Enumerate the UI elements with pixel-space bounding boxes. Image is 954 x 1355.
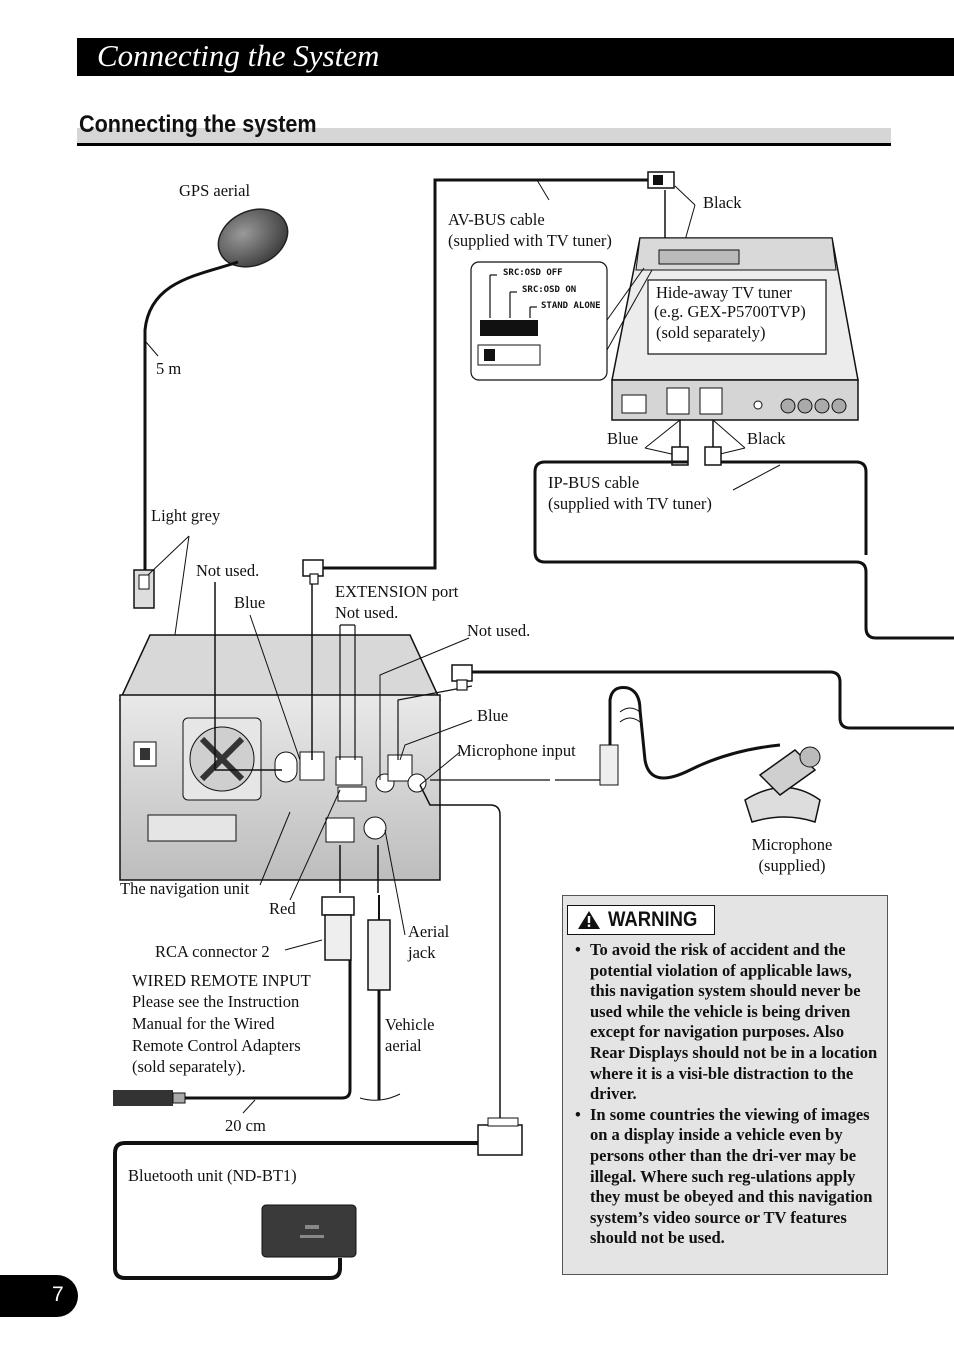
label-wired-remote-4: Remote Control Adapters — [132, 1036, 301, 1055]
section-rule — [77, 143, 891, 146]
label-av-bus-cable: AV-BUS cable — [448, 210, 545, 229]
label-not-used-2: Not used. — [335, 603, 399, 622]
label-not-used-3: Not used. — [467, 621, 531, 640]
label-navigation-unit: The navigation unit — [120, 879, 250, 898]
bluetooth-connector-icon — [477, 1117, 523, 1156]
label-aerial-jack-2: jack — [408, 943, 436, 962]
label-cable-length-20cm: 20 cm — [225, 1116, 266, 1135]
bluetooth-unit-icon — [261, 1204, 357, 1258]
label-vehicle-aerial-2: aerial — [385, 1036, 422, 1055]
label-rca-connector: RCA connector 2 — [155, 942, 270, 961]
switch-panel — [470, 261, 653, 381]
av-bus-top-connector-icon — [647, 171, 675, 189]
ip-bus-nav-connector-icon — [451, 664, 473, 691]
label-wired-remote-5: (sold separately). — [132, 1057, 246, 1076]
label-not-used-1: Not used. — [196, 561, 260, 580]
section-bar — [77, 128, 891, 143]
switch-option-osd-on: SRC:OSD ON — [522, 285, 577, 295]
microphone-icon — [744, 746, 821, 823]
page-number-tab — [0, 1275, 78, 1317]
label-light-grey: Light grey — [151, 506, 221, 525]
warning-item: To avoid the risk of accident and the po… — [573, 940, 879, 1105]
label-microphone-supplied: (supplied) — [758, 856, 826, 875]
warning-list: To avoid the risk of accident and the po… — [573, 940, 879, 1249]
warning-triangle-icon — [578, 911, 600, 929]
switch-option-osd-off: SRC:OSD OFF — [503, 268, 563, 278]
label-blue-3: Blue — [607, 429, 639, 448]
label-blue-2: Blue — [477, 706, 509, 725]
label-tv-tuner-model: (e.g. GEX-P5700TVP) — [654, 302, 806, 321]
label-tv-tuner-name: Hide-away TV tuner — [656, 283, 792, 302]
label-ip-bus-cable: IP-BUS cable — [548, 473, 640, 492]
section-title: Connecting the system — [79, 111, 317, 138]
gps-aerial-icon — [217, 208, 289, 268]
gps-connector-icon — [133, 569, 155, 609]
header-banner — [77, 38, 954, 76]
aerial-plug-icon — [367, 895, 391, 991]
rca-connector-icon — [321, 896, 355, 961]
av-bus-left-connector-icon — [302, 559, 324, 585]
label-av-bus-supplied: (supplied with TV tuner) — [448, 231, 612, 250]
label-black-1: Black — [703, 193, 742, 212]
label-wired-remote-3: Manual for the Wired — [132, 1014, 275, 1033]
label-microphone-input: Microphone input — [457, 741, 576, 760]
wired-remote-plug-icon — [113, 1090, 186, 1106]
label-aerial-jack-1: Aerial — [408, 922, 450, 941]
label-bluetooth-unit: Bluetooth unit (ND-BT1) — [128, 1166, 297, 1185]
label-blue-1: Blue — [234, 593, 266, 612]
label-red: Red — [269, 899, 296, 918]
label-cable-length-5m: 5 m — [156, 359, 182, 378]
label-wired-remote-2: Please see the Instruction — [132, 992, 300, 1011]
warning-item: In some countries the viewing of images … — [573, 1105, 879, 1249]
microphone-plug-icon — [555, 744, 619, 786]
warning-title: WARNING — [608, 908, 698, 931]
label-tv-tuner-sold: (sold separately) — [656, 323, 766, 342]
label-extension-port: EXTENSION port — [335, 582, 459, 601]
navigation-unit-body — [118, 634, 442, 881]
label-wired-remote-1: WIRED REMOTE INPUT — [132, 971, 311, 990]
label-black-2: Black — [747, 429, 786, 448]
page-number: 7 — [52, 1283, 64, 1306]
label-gps-aerial: GPS aerial — [179, 181, 251, 200]
tv-tuner-label-box — [647, 279, 827, 355]
label-ip-bus-supplied: (supplied with TV tuner) — [548, 494, 712, 513]
page-title: Connecting the System — [97, 38, 380, 73]
label-microphone: Microphone — [751, 835, 833, 854]
switch-option-stand-alone: STAND ALONE — [541, 301, 601, 311]
label-vehicle-aerial-1: Vehicle — [385, 1015, 435, 1034]
